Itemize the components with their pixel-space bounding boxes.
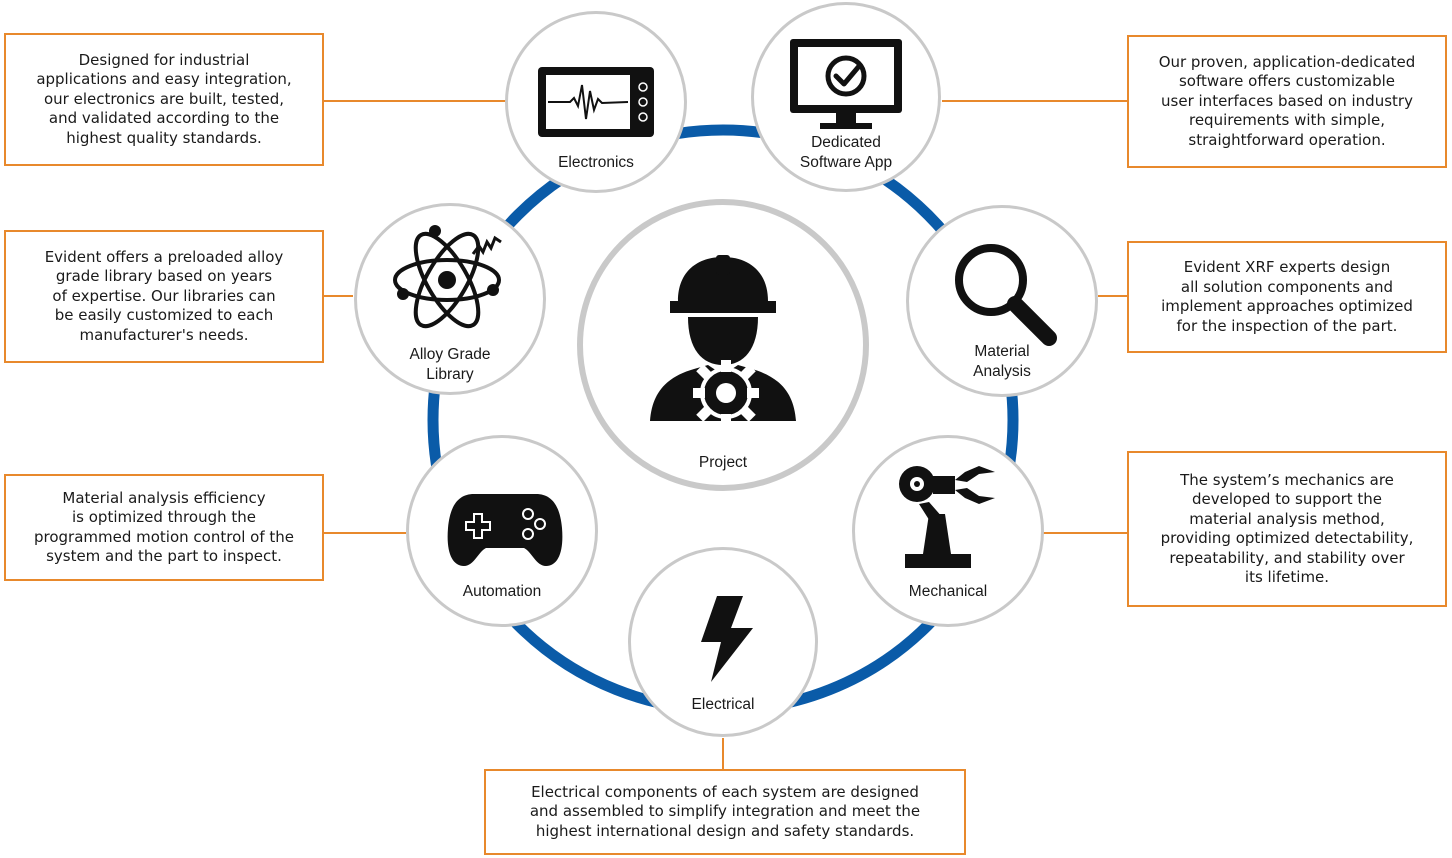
gamepad-icon — [447, 494, 563, 566]
node-label-electrical: Electrical — [691, 696, 755, 713]
note-electrical: Electrical components of each system are… — [484, 769, 966, 855]
note-software: Our proven, application-dedicated softwa… — [1127, 35, 1447, 168]
node-electrical: Electrical — [628, 547, 818, 737]
atom-icon — [393, 225, 502, 329]
lightning-bolt-icon — [701, 596, 753, 682]
node-automation: Automation — [406, 435, 598, 627]
note-automation: Material analysis efficiency is optimize… — [4, 474, 324, 581]
node-label-mechanical: Mechanical — [908, 583, 988, 600]
robot-arm-icon — [899, 466, 995, 568]
node-electronics: Electronics — [505, 11, 687, 193]
engineer-gear-icon — [650, 255, 796, 423]
note-alloy: Evident offers a preloaded alloy grade l… — [4, 230, 324, 363]
node-label-material: Material Analysis — [973, 343, 1031, 380]
note-material: Evident XRF experts design all solution … — [1127, 241, 1447, 353]
hub-project: Project — [577, 199, 869, 491]
node-label-electronics: Electronics — [558, 154, 634, 171]
node-label-automation: Automation — [462, 583, 542, 600]
hub-label: Project — [698, 454, 748, 471]
note-electronics: Designed for industrial applications and… — [4, 33, 324, 166]
node-label-alloy: Alloy Grade Library — [409, 346, 491, 383]
node-alloy: Alloy Grade Library — [354, 203, 546, 395]
node-mechanical: Mechanical — [852, 435, 1044, 627]
node-material: Material Analysis — [906, 205, 1098, 397]
magnifier-icon — [955, 244, 1057, 346]
node-software: Dedicated Software App — [751, 2, 941, 192]
note-mechanical: The system’s mechanics are developed to … — [1127, 451, 1447, 607]
monitor-check-icon — [790, 39, 902, 129]
oscilloscope-icon — [538, 67, 654, 137]
node-label-software: Dedicated Software App — [799, 134, 893, 171]
